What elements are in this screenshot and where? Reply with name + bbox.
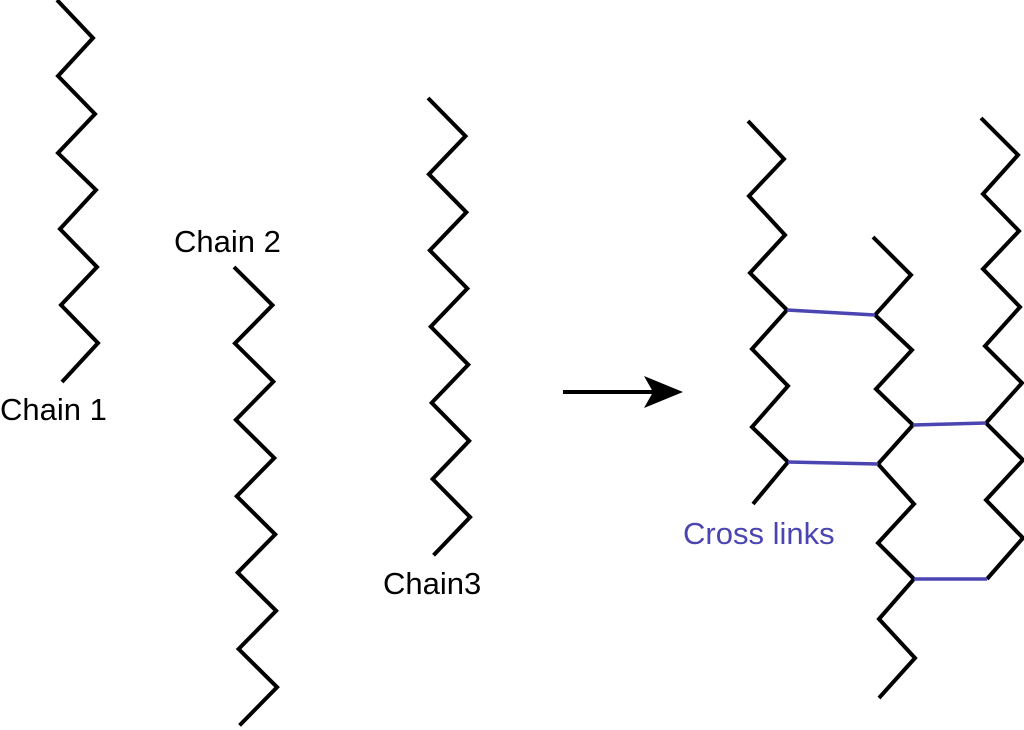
crosslinked-chain-c — [979, 116, 1024, 581]
chain-1 — [55, 0, 101, 384]
cross-link-1 — [786, 308, 876, 317]
cross-link-3 — [912, 421, 987, 427]
chain1-label: Chain 1 — [0, 392, 107, 427]
cross-link-2 — [787, 460, 879, 466]
arrow-head-icon — [644, 376, 683, 408]
chain3-label: Chain3 — [383, 566, 482, 601]
crosslinked-chain-a — [746, 119, 791, 506]
crosslinked-chain-b — [871, 235, 918, 700]
chain2-label: Chain 2 — [174, 224, 281, 259]
chain-3 — [426, 96, 473, 557]
chain-2 — [232, 265, 280, 727]
cross-links-label: Cross links — [683, 516, 835, 551]
